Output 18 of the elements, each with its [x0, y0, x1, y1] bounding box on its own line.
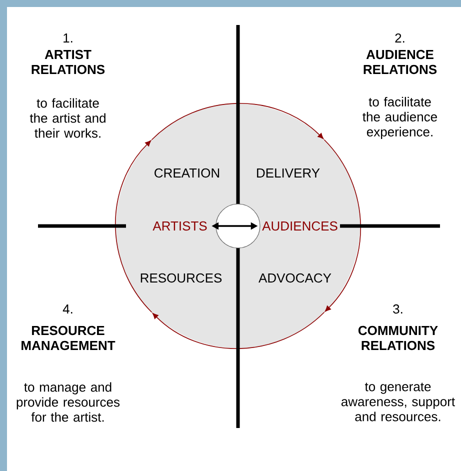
section-number: 4. — [62, 304, 72, 314]
section-description: to generate awareness, support and resources. — [341, 382, 455, 422]
section-number: 2. — [395, 33, 404, 43]
section-title: ARTIST RELATIONS — [32, 50, 105, 74]
section-title: AUDIENCE RELATIONS — [364, 50, 437, 74]
section-title: RESOURCE MANAGEMENT — [22, 326, 116, 350]
section-number: 3. — [393, 304, 402, 314]
section-number: 1. — [64, 34, 72, 42]
section-title: COMMUNITY RELATIONS — [358, 326, 438, 350]
section-description: to manage and provide resources for the artist. — [16, 382, 120, 422]
quadrant-label: DELIVERY — [257, 168, 320, 178]
quadrant-label: CREATION — [154, 168, 220, 178]
actor-label: ARTISTS — [152, 221, 207, 231]
section-description: to facilitate the artist and their works. — [30, 98, 106, 138]
actor-label: AUDIENCES — [262, 221, 338, 231]
section-description: to facilitate the audience experience. — [362, 96, 437, 140]
quadrant-label: ADVOCACY — [258, 273, 332, 283]
quadrant-label: RESOURCES — [140, 273, 222, 283]
